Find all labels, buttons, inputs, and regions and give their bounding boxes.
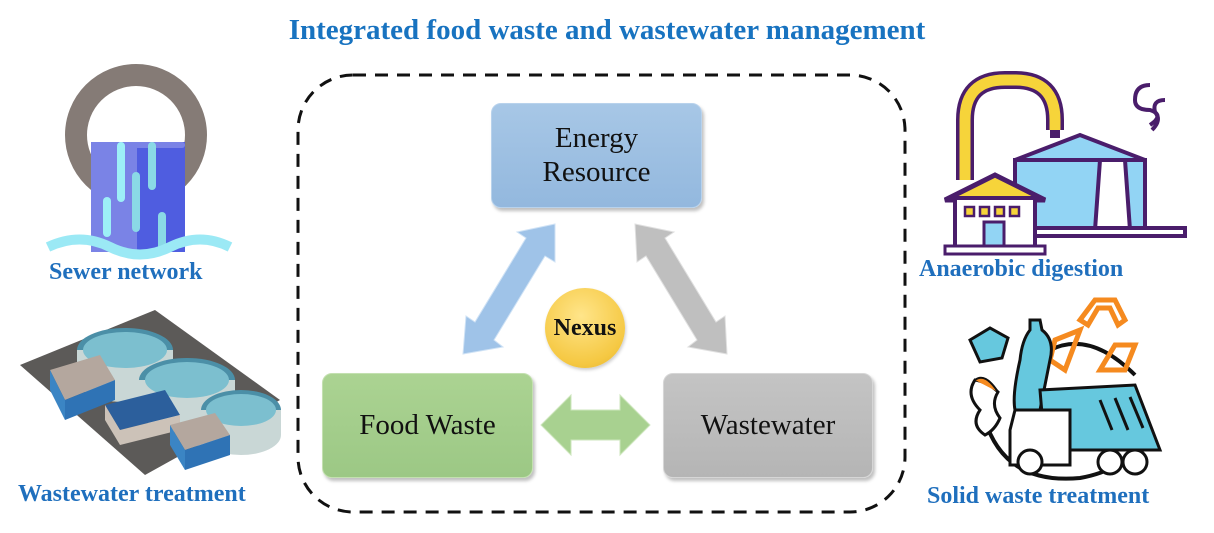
node-energy-line1: Energy bbox=[554, 122, 639, 155]
biogas-plant-icon bbox=[943, 71, 1187, 256]
node-food-waste-label: Food Waste bbox=[359, 408, 496, 441]
node-wastewater: Wastewater bbox=[663, 373, 873, 478]
caption-solid-waste-treatment: Solid waste treatment bbox=[927, 483, 1150, 509]
node-energy-resource: Energy Resource bbox=[491, 103, 702, 208]
node-wastewater-label: Wastewater bbox=[700, 408, 836, 441]
node-food-waste: Food Waste bbox=[322, 373, 533, 478]
caption-anaerobic-digestion: Anaerobic digestion bbox=[919, 256, 1124, 282]
nexus-label: Nexus bbox=[553, 314, 617, 341]
caption-wastewater-treatment: Wastewater treatment bbox=[18, 481, 246, 507]
caption-sewer-network: Sewer network bbox=[49, 259, 203, 285]
diagram-title: Integrated food waste and wastewater man… bbox=[288, 14, 926, 46]
sewer-pipe-icon bbox=[45, 64, 233, 260]
garbage-truck-recycle-icon bbox=[968, 297, 1163, 481]
nexus-circle: Nexus bbox=[545, 288, 625, 368]
wastewater-plant-icon bbox=[20, 310, 281, 475]
node-energy-line2: Resource bbox=[542, 155, 651, 188]
